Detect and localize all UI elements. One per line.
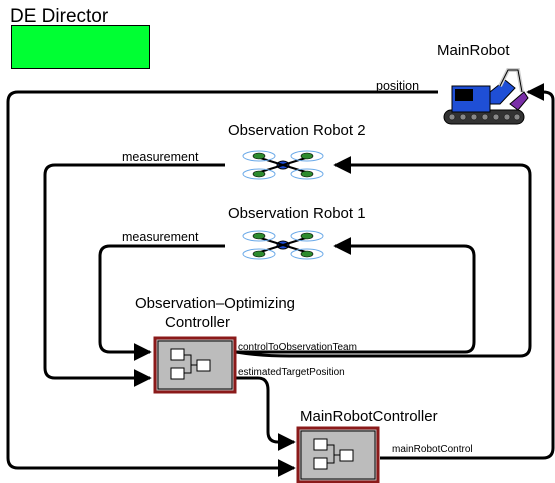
robot2-measurement-port-label: measurement	[122, 150, 199, 164]
main-robot-control-port-label: mainRobotControl	[392, 444, 473, 455]
observation-robot-1-icon[interactable]	[242, 230, 324, 260]
wire-controller-to-observation-team	[235, 156, 532, 358]
robot1-measurement-port-label: measurement	[122, 230, 199, 244]
wire-robot1-measurement	[98, 244, 225, 361]
observation-controller-label-line2: Controller	[164, 314, 231, 331]
director-label: DE Director	[10, 6, 109, 27]
main-robot-controller-label: MainRobotController	[300, 408, 438, 425]
observation-controller-label-line1: Observation–Optimizing	[134, 295, 296, 312]
observation-robot-2-icon[interactable]	[242, 150, 324, 180]
director-box[interactable]	[11, 25, 150, 69]
control-to-observation-team-port-label: controlToObservationTeam	[238, 342, 357, 353]
main-robot-icon[interactable]	[443, 68, 529, 125]
main-robot-controller-icon[interactable]	[296, 426, 380, 483]
wire-main-robot-position	[6, 90, 438, 477]
main-robot-label: MainRobot	[437, 42, 510, 59]
estimated-target-position-port-label: estimatedTargetPosition	[238, 367, 345, 378]
wire-robot2-measurement	[43, 163, 225, 387]
wire-controller-to-robot1	[236, 237, 476, 354]
wire-estimated-target-position	[236, 376, 296, 451]
wire-main-robot-control	[380, 83, 555, 460]
observation-robot-2-label: Observation Robot 2	[228, 122, 366, 139]
observation-controller-icon[interactable]	[153, 336, 237, 394]
position-port-label: position	[376, 79, 420, 93]
observation-robot-1-label: Observation Robot 1	[228, 205, 366, 222]
